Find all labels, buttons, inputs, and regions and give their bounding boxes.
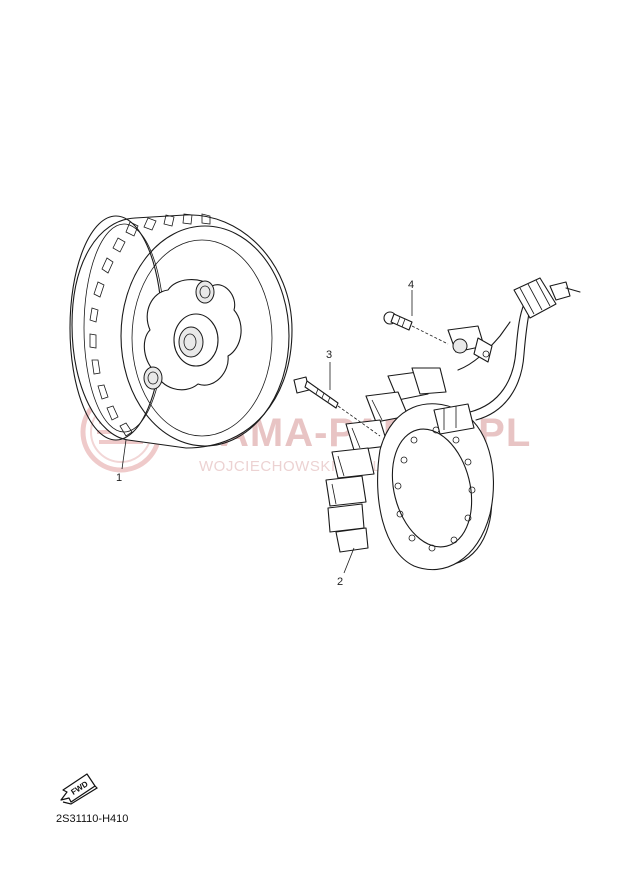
screw-4	[383, 311, 493, 363]
diagram-code: 2S31110-H410	[56, 813, 128, 825]
rotor-teeth	[89, 213, 211, 437]
rotor-assembly	[69, 213, 293, 449]
callout-1: 1	[116, 472, 122, 484]
stator-coils	[325, 367, 447, 553]
stator-holes	[394, 426, 476, 552]
stator-assembly	[325, 277, 581, 571]
bolt-3	[293, 376, 381, 437]
callouts: 1 2 3 4	[116, 279, 414, 588]
callout-3: 3	[326, 349, 332, 361]
callout-4: 4	[408, 279, 414, 291]
callout-2: 2	[337, 576, 343, 588]
fwd-arrow-icon: FWD	[60, 773, 98, 805]
